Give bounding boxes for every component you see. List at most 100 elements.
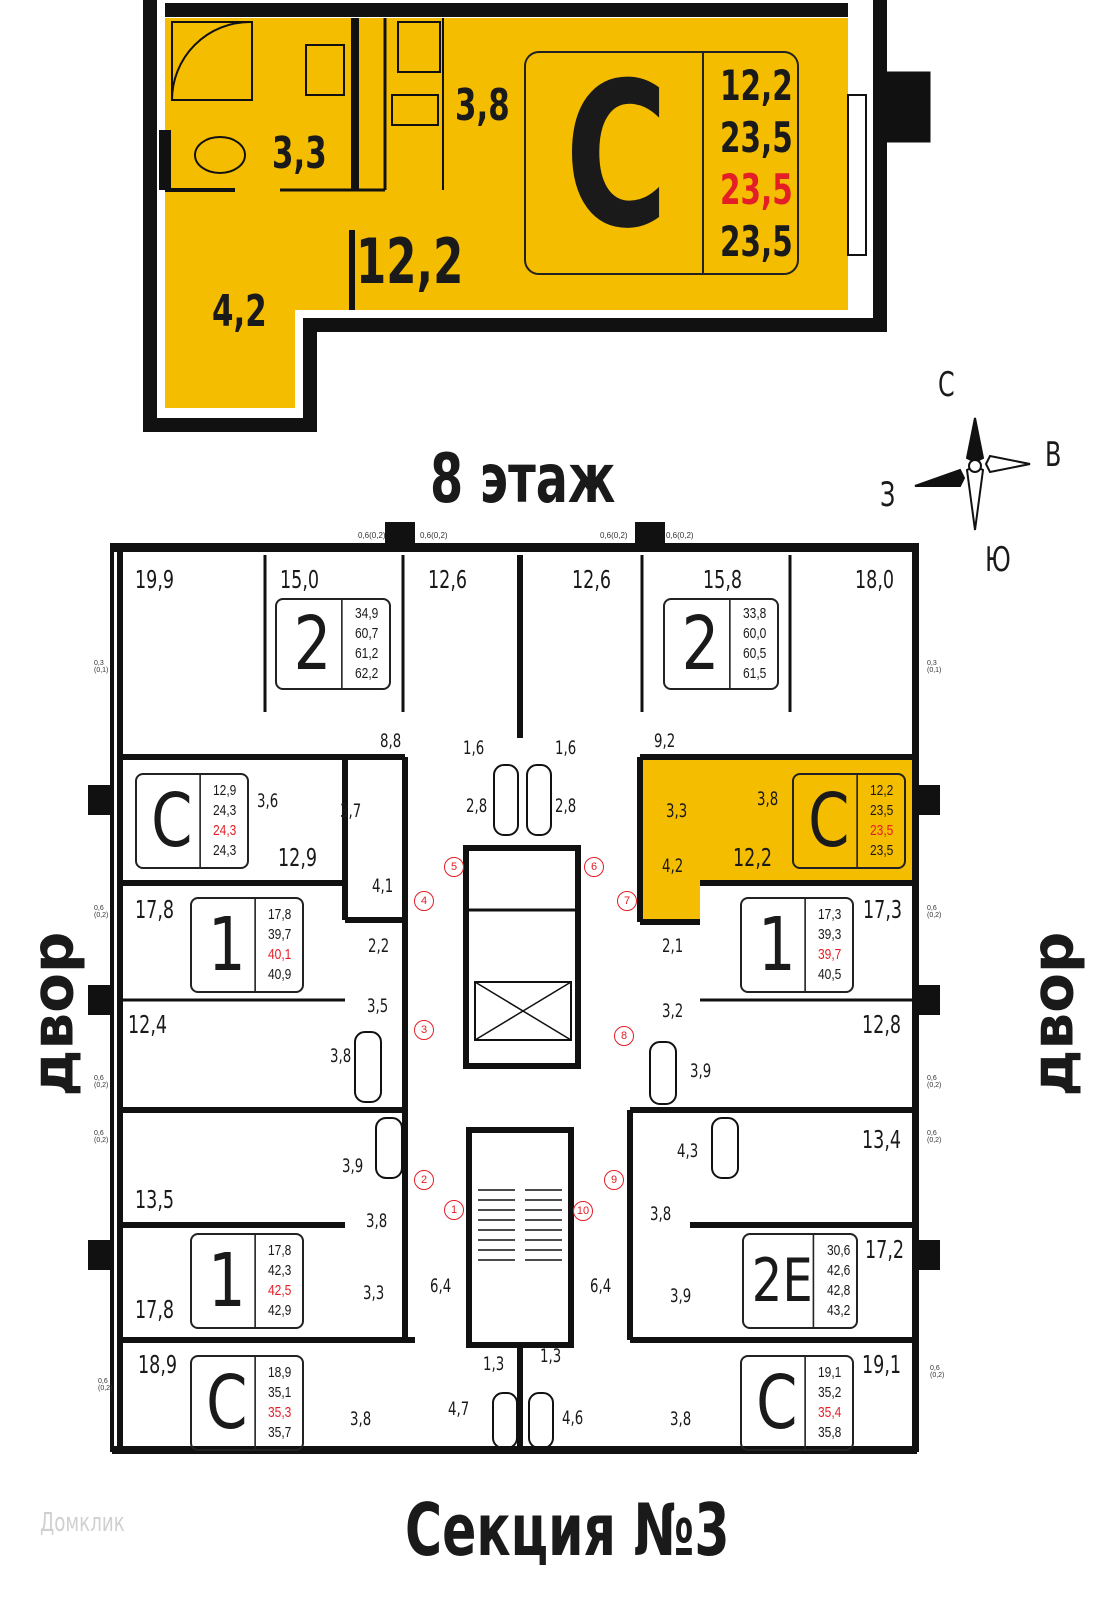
room-area-label: 3,8: [350, 1408, 372, 1430]
balcony-area-label: 0,6(0,2): [927, 1075, 942, 1089]
card-value: 60,0: [742, 625, 766, 642]
apartment-card[interactable]: 1 17,8 39,7 40,1 40,9: [190, 897, 304, 993]
card-value: 17,3: [818, 906, 842, 923]
card-value: 40,5: [818, 966, 842, 983]
top-room-area: 3,8: [455, 80, 510, 131]
room-area-label: 1,3: [540, 1345, 562, 1367]
compass-east: В: [1045, 435, 1062, 475]
room-area-label: 4,6: [562, 1407, 584, 1429]
card-value-highlighted: 39,7: [818, 946, 842, 963]
card-value: 35,7: [268, 1424, 292, 1441]
entrance-number: 3: [414, 1020, 434, 1040]
room-area-label: 9,2: [654, 730, 676, 752]
card-value-highlighted: 40,1: [268, 946, 292, 963]
card-value: 17,8: [268, 906, 292, 923]
room-area-label: 17,8: [135, 1295, 175, 1324]
entrance-number: 8: [614, 1026, 634, 1046]
entrance-number: 9: [604, 1170, 624, 1190]
room-area-label: 12,2: [733, 843, 773, 872]
room-area-label: 1,3: [483, 1353, 505, 1375]
card-value: 12,2: [870, 782, 894, 799]
room-area-label: 3,3: [666, 800, 688, 822]
card-value: 17,8: [268, 1242, 292, 1259]
entrance-number: 5: [444, 857, 464, 877]
card-value: 23,5: [870, 842, 894, 859]
room-area-label: 3,8: [330, 1045, 352, 1067]
room-area-label: 2,1: [662, 935, 684, 957]
room-area-label: 12,6: [428, 565, 468, 594]
card-value-highlighted: 23,5: [870, 822, 894, 839]
room-area-label: 18,0: [855, 565, 895, 594]
top-value: 23,5: [720, 217, 793, 266]
compass-south: Ю: [985, 540, 1011, 580]
room-area-label: 15,8: [703, 565, 743, 594]
card-value: 18,9: [268, 1364, 292, 1381]
balcony-area-label: 0,6(0,2): [94, 1130, 109, 1144]
balcony-area-label: 0,3(0,1): [94, 660, 109, 674]
room-area-label: 3,8: [757, 788, 779, 810]
highlighted-apartment-fill: [643, 758, 915, 922]
card-value-highlighted: 35,4: [818, 1404, 842, 1421]
card-value: 39,7: [268, 926, 292, 943]
top-apartment-values: 12,2 23,5 23,5 23,5: [720, 60, 813, 268]
room-area-label: 6,4: [590, 1275, 612, 1297]
top-apartment-fill: [165, 18, 848, 408]
card-value: 35,8: [818, 1424, 842, 1441]
apartment-type: С: [801, 775, 859, 867]
compass-north: С: [938, 365, 955, 405]
room-area-label: 2,8: [555, 795, 577, 817]
balcony-area-label: 0,6(0,2): [927, 1130, 942, 1144]
compass-rose-icon: [914, 417, 1031, 531]
room-area-label: 3,3: [363, 1282, 385, 1304]
room-area-label: 17,2: [865, 1235, 905, 1264]
room-area-label: 15,0: [280, 565, 320, 594]
balcony-area-label: 0,6(0,2): [420, 531, 448, 540]
room-area-label: 3,8: [650, 1203, 672, 1225]
card-value: 42,6: [827, 1262, 851, 1279]
room-area-label: 3,8: [670, 1408, 692, 1430]
card-value: 62,2: [354, 665, 378, 682]
room-area-label: 4,3: [677, 1140, 699, 1162]
entrance-number: 10: [573, 1201, 593, 1221]
card-value: 42,3: [268, 1262, 292, 1279]
room-area-label: 19,9: [135, 565, 175, 594]
compass-west: З: [880, 475, 896, 515]
card-value: 34,9: [354, 605, 378, 622]
room-area-label: 3,5: [367, 995, 389, 1017]
top-room-area: 3,3: [272, 128, 327, 179]
apartment-type: 1: [749, 899, 807, 991]
room-area-label: 17,8: [135, 895, 175, 924]
room-area-label: 3,7: [340, 800, 362, 822]
card-value: 12,9: [213, 782, 237, 799]
entrance-number: 1: [444, 1200, 464, 1220]
room-area-label: 3,2: [662, 1000, 684, 1022]
card-value: 40,9: [268, 966, 292, 983]
card-value: 30,6: [827, 1242, 851, 1259]
room-area-label: 6,4: [430, 1275, 452, 1297]
card-value: 39,3: [818, 926, 842, 943]
courtyard-label-right: двор: [1018, 931, 1087, 1097]
apartment-type: 2Е: [752, 1235, 815, 1327]
floor-title: 8 этаж: [430, 440, 616, 519]
room-area-label: 19,1: [862, 1350, 902, 1379]
card-value-highlighted: 42,5: [268, 1282, 292, 1299]
apartment-card[interactable]: 1 17,3 39,3 39,7 40,5: [740, 897, 854, 993]
watermark: Домклик: [40, 1508, 125, 1538]
entrance-number: 2: [414, 1170, 434, 1190]
apartment-type: 1: [199, 899, 257, 991]
room-area-label: 1,6: [555, 737, 577, 759]
room-area-label: 3,9: [690, 1060, 712, 1082]
courtyard-label-left: двор: [18, 931, 87, 1097]
top-room-area: 4,2: [212, 286, 267, 337]
room-area-label: 4,1: [372, 875, 394, 897]
room-area-label: 12,4: [128, 1010, 168, 1039]
card-value: 24,3: [213, 842, 237, 859]
